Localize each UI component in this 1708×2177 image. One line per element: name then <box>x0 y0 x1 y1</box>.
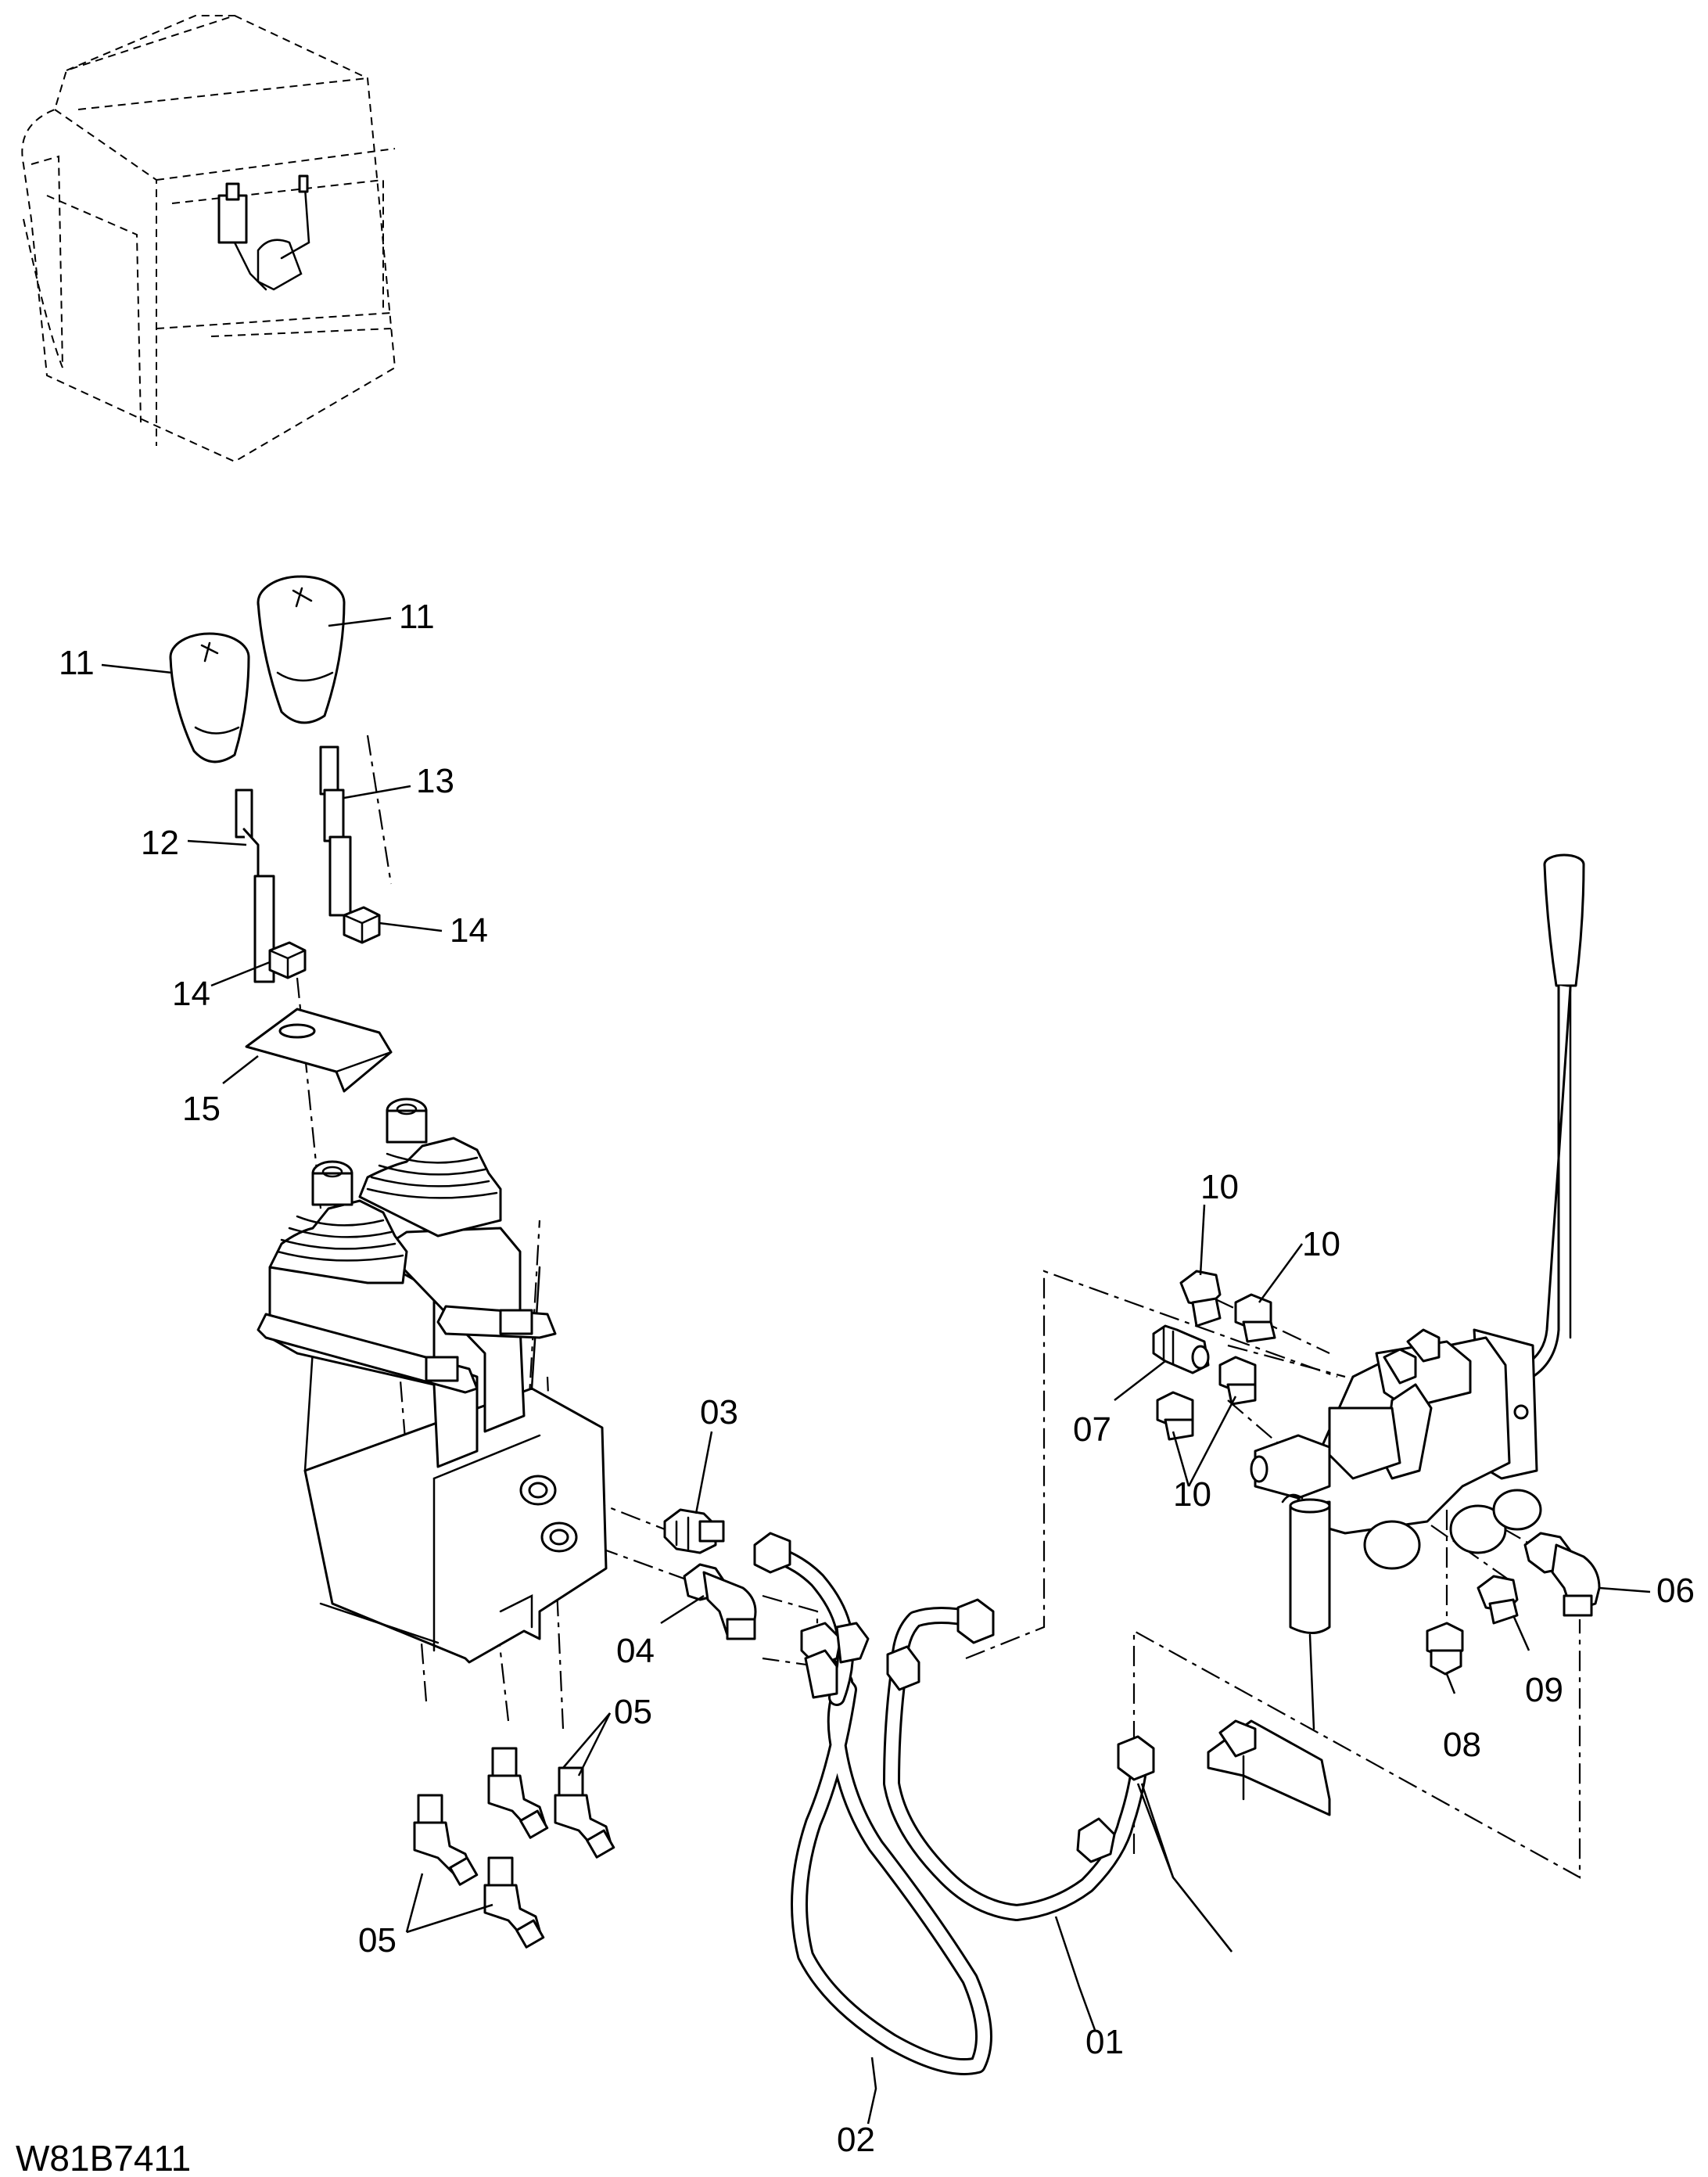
plug-10-b <box>1234 1293 1276 1343</box>
callout-04: 04 <box>616 1632 655 1670</box>
callout-14-right: 14 <box>450 911 488 950</box>
fitting-05-d <box>483 1856 545 1949</box>
callout-05-upper: 05 <box>614 1693 652 1731</box>
fitting-05-c <box>554 1766 615 1859</box>
cab-locator-view <box>21 14 396 463</box>
fitting-05-b <box>487 1747 549 1839</box>
drawing-number: W81B7411 <box>16 2138 191 2177</box>
nut-right <box>343 906 381 944</box>
callout-07: 07 <box>1073 1410 1111 1449</box>
hose-01 <box>883 1598 1155 1921</box>
fitting-08 <box>1426 1622 1464 1676</box>
fitting-07 <box>1152 1324 1210 1374</box>
callout-15: 15 <box>182 1090 221 1128</box>
pilot-valve-assembly <box>257 1097 608 1664</box>
callout-10-bottom: 10 <box>1173 1475 1211 1514</box>
plug-10-a <box>1179 1270 1222 1327</box>
nut-left <box>268 941 307 979</box>
plate-15 <box>245 1008 393 1093</box>
fitting-06 <box>1523 1532 1601 1617</box>
callout-11-left: 11 <box>59 644 95 682</box>
callout-02: 02 <box>837 2121 875 2159</box>
callout-14-left: 14 <box>172 975 210 1013</box>
callout-10-top: 10 <box>1200 1168 1239 1206</box>
leader-lines <box>101 616 1651 2125</box>
callout-10-right: 10 <box>1302 1225 1340 1263</box>
hose-02 <box>753 1532 992 2075</box>
knob-right <box>257 575 346 724</box>
cab-console-highlight <box>217 174 310 291</box>
plug-09 <box>1477 1575 1519 1625</box>
callout-05-lower: 05 <box>358 1921 396 1960</box>
callout-03: 03 <box>700 1393 738 1432</box>
fitting-03 <box>663 1508 725 1554</box>
plug-10-d <box>1156 1391 1194 1441</box>
callout-11-right: 11 <box>399 598 435 636</box>
lever-valve-assembly <box>1207 853 1585 1816</box>
callout-12: 12 <box>141 824 179 862</box>
callout-labels: 11 11 12 13 14 14 15 03 04 05 05 10 10 0… <box>16 598 1695 2177</box>
callout-09: 09 <box>1525 1671 1563 1709</box>
fitting-05-a <box>413 1794 479 1886</box>
knob-left <box>169 632 250 763</box>
rod-12 <box>235 789 275 983</box>
rod-13 <box>319 745 352 917</box>
callout-13: 13 <box>416 762 454 800</box>
callout-01: 01 <box>1085 2023 1124 2061</box>
plug-10-c <box>1218 1356 1257 1406</box>
fitting-04 <box>683 1563 757 1640</box>
callout-08: 08 <box>1443 1726 1481 1764</box>
callout-06: 06 <box>1656 1572 1695 1610</box>
